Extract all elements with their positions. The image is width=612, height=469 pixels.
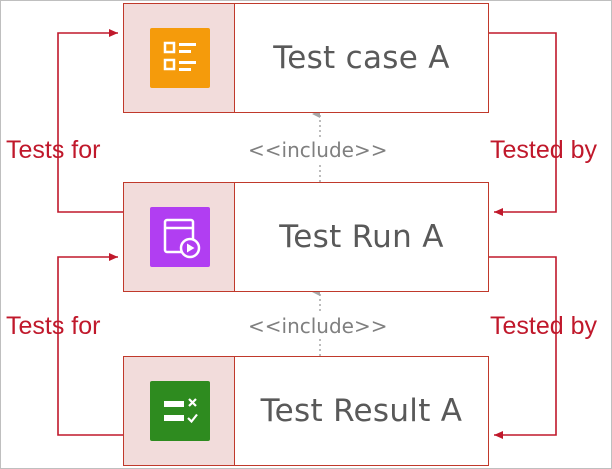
tests-for-connector-bottom (57, 253, 123, 436)
result-checkbox-icon (150, 381, 210, 441)
tests-for-label-bottom: Tests for (6, 312, 101, 340)
include-label-bottom: <<include>> (248, 314, 388, 338)
test-run-label: Test Run A (279, 219, 444, 255)
tested-by-connector-top (489, 32, 557, 216)
test-run-node[interactable]: Test Run A (123, 182, 489, 292)
test-case-label: Test case A (273, 40, 450, 76)
test-case-icon-cell (124, 4, 235, 112)
tested-by-label-top: Tested by (490, 136, 598, 164)
tested-by-connector-bottom (489, 256, 557, 439)
include-label-top: <<include>> (248, 138, 388, 162)
test-result-label: Test Result A (260, 393, 463, 429)
test-case-node[interactable]: Test case A (123, 3, 489, 113)
play-window-icon (150, 207, 210, 267)
tests-for-connector-top (57, 29, 123, 213)
test-run-icon-cell (124, 183, 235, 291)
test-result-node[interactable]: Test Result A (123, 356, 489, 466)
test-result-icon-cell (124, 357, 235, 465)
checklist-icon (150, 28, 210, 88)
tests-for-label-top: Tests for (6, 136, 101, 164)
tested-by-label-bottom: Tested by (490, 312, 598, 340)
